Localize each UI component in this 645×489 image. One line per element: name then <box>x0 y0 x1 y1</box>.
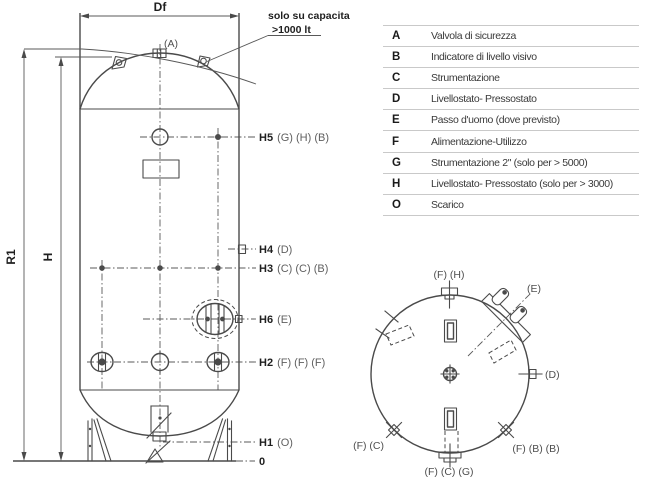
center-flange-icon <box>440 364 460 384</box>
support-leg-right-icon <box>207 418 233 462</box>
manhole-radial-centerline <box>467 292 532 357</box>
elevation-view: (A) solo su capacita >1000 lt <box>4 0 350 468</box>
label-h6: H6(E) <box>259 314 292 326</box>
legend-row-a: A Valvola di sicurezza <box>383 26 639 48</box>
top-view-labels: (F) (H) (E) (D) (F) (B) (B) (F) (C) (G) … <box>353 269 560 478</box>
legend-table: A Valvola di sicurezza B Indicatore di l… <box>383 25 639 216</box>
label-h1: H1(O) <box>259 437 293 449</box>
legend-code: D <box>392 93 401 106</box>
top-port-icon <box>440 280 459 309</box>
label-bottom-port: (F) (C) (G) <box>425 466 474 478</box>
legend-description: Strumentazione <box>431 72 500 85</box>
h3-ports-icon <box>99 265 221 271</box>
legend-code: C <box>392 72 401 85</box>
df-dimension-label: Df <box>154 0 168 14</box>
dimension-df <box>80 13 239 19</box>
tank-outline <box>79 13 240 437</box>
legend-code: F <box>392 135 400 148</box>
label-h2: H2(F) (F) (F) <box>259 357 325 369</box>
lower-right-port-icon <box>497 421 515 439</box>
dimension-r1 <box>21 49 27 461</box>
safety-valve-port-icon <box>152 48 167 59</box>
label-h3: H3(C) (C) (B) <box>259 263 328 275</box>
label-h5: H5(G) (H) (B) <box>259 132 329 144</box>
elevation-row-labels: H5(G) (H) (B) H4(D) H3(C) (C) (B) H6(E) … <box>259 132 329 468</box>
legend-code: A <box>392 30 401 43</box>
legend-code: H <box>392 177 401 190</box>
leg-footprint-nw <box>385 324 415 346</box>
label-lower-right-port: (F) (B) (B) <box>512 443 559 455</box>
leg-footprint-ne <box>488 339 517 364</box>
capacity-note-line2: >1000 lt <box>272 24 311 36</box>
legend-description: Scarico <box>431 198 464 211</box>
r1-dimension-label: R1 <box>4 249 18 265</box>
name-plate <box>142 159 180 179</box>
legend-code: E <box>392 114 400 127</box>
legend-description: Passo d'uomo (dove previsto) <box>431 114 560 127</box>
h2-ports-icon <box>90 350 230 374</box>
legend-row-h: H Livellostato- Pressostato (solo per > … <box>383 174 639 195</box>
legend-row-g: G Strumentazione 2" (solo per > 5000) <box>383 153 639 174</box>
bottom-port-icon <box>438 431 462 468</box>
legend-row-d: D Livellostato- Pressostato <box>383 89 639 111</box>
legend-description: Alimentazione-Utilizzo <box>431 135 527 148</box>
leg-slot-bottom-icon <box>443 407 458 431</box>
label-lower-left-port: (F) (C) <box>353 440 384 452</box>
label-top-port: (F) (H) <box>434 269 465 281</box>
leg-slot-top-icon <box>443 319 458 343</box>
label-right-port: (D) <box>545 369 560 381</box>
legend-description: Livellostato- Pressostato <box>431 93 537 106</box>
legend-description: Strumentazione 2" (solo per > 5000) <box>431 156 588 169</box>
capacity-note-line1: solo su capacita <box>268 10 350 22</box>
legend-description: Livellostato- Pressostato (solo per > 30… <box>431 177 613 190</box>
h-dimension-label: H <box>41 253 55 262</box>
nw-edge-ticks <box>375 310 399 339</box>
manhole-icon <box>191 299 243 339</box>
lifting-lug-left-icon <box>111 55 128 70</box>
lower-left-port-icon <box>385 421 403 439</box>
dimension-h <box>55 56 112 461</box>
centerlines <box>87 44 256 462</box>
label-zero: 0 <box>259 456 265 468</box>
legend-row-f: F Alimentazione-Utilizzo <box>383 131 639 153</box>
legend-code: B <box>392 51 401 64</box>
legend-row-o: O Scarico <box>383 195 639 216</box>
top-fitting-label: (A) <box>164 38 178 50</box>
legend-code: O <box>392 198 401 211</box>
top-view-manhole-icon <box>481 287 531 343</box>
label-manhole: (E) <box>527 283 541 295</box>
legend-description: Indicatore di livello visivo <box>431 51 537 64</box>
support-leg-left-icon <box>87 418 112 462</box>
right-port-icon <box>518 368 543 380</box>
note-leader-lines <box>24 35 321 85</box>
legend-description: Valvola di sicurezza <box>431 30 517 43</box>
legend-row-b: B Indicatore di livello visivo <box>383 47 639 69</box>
label-h4: H4(D) <box>259 244 292 256</box>
h5-ports-icon <box>151 128 221 146</box>
legend-row-e: E Passo d'uomo (dove previsto) <box>383 110 639 132</box>
drain-pipe-icon <box>145 405 172 464</box>
legend-row-c: C Strumentazione <box>383 68 639 90</box>
lifting-lug-right-icon <box>196 55 211 68</box>
top-view: (F) (H) (E) (D) (F) (B) (B) (F) (C) (G) … <box>353 269 560 478</box>
legend-code: G <box>392 156 401 169</box>
h4-port-icon <box>237 244 247 255</box>
